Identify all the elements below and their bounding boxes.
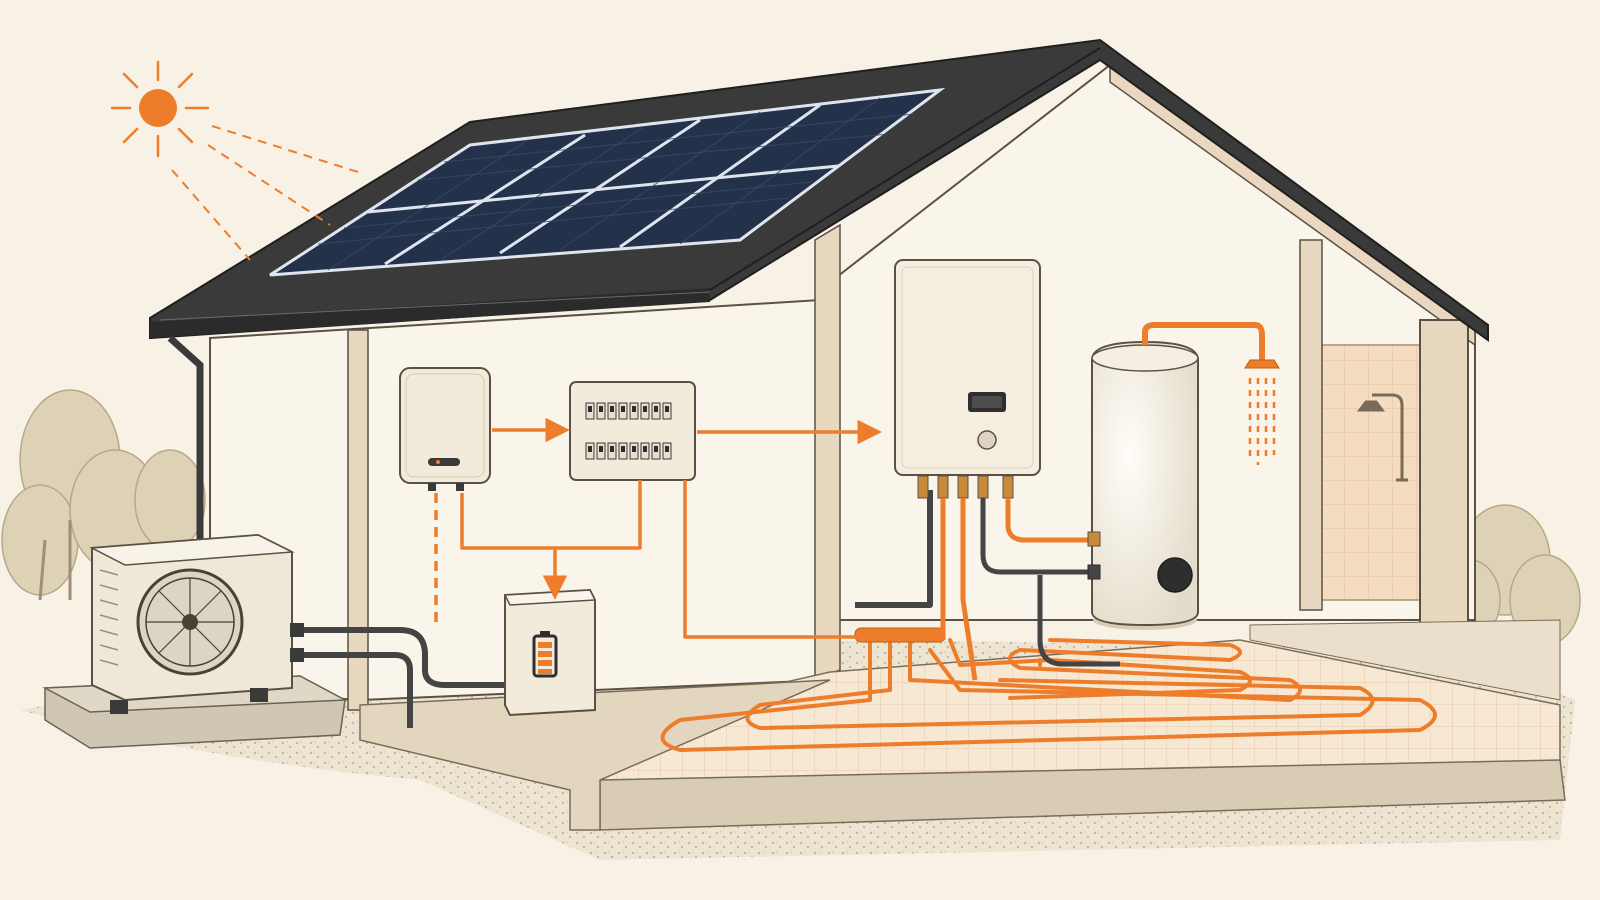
refrigerant-pipes <box>292 490 933 728</box>
indoor-unit-pipes <box>940 498 1120 681</box>
electric-flows <box>434 417 882 639</box>
downpipe <box>167 335 204 560</box>
ufh-manifold <box>854 627 946 643</box>
shower-supply-pipe <box>1142 322 1265 360</box>
flow-to-battery <box>460 480 642 550</box>
breaker-toggle <box>610 406 614 412</box>
breaker-toggle <box>621 446 625 452</box>
consumer-unit <box>569 381 696 481</box>
roof <box>149 38 1489 342</box>
breaker-toggle <box>599 446 603 452</box>
fan-icon <box>136 568 244 676</box>
breaker-toggle <box>654 406 658 412</box>
home-battery <box>503 588 597 717</box>
flow-consumer-unit-to-manifold <box>683 480 870 639</box>
breaker-toggle <box>643 406 647 412</box>
breaker-toggle <box>643 446 647 452</box>
breaker-toggle <box>632 446 636 452</box>
solar-array <box>269 87 946 277</box>
solar-inverter <box>399 367 491 491</box>
sun-rays-to-panels <box>171 125 359 261</box>
sun-icon <box>110 60 210 158</box>
heat-pump-indoor-unit <box>894 259 1041 499</box>
breaker-toggle <box>621 406 625 412</box>
breaker-toggle <box>632 406 636 412</box>
breaker-toggle <box>610 446 614 452</box>
bathroom-niche <box>1299 239 1469 631</box>
shower-head-icon <box>1244 359 1280 465</box>
breaker-toggle <box>588 446 592 452</box>
shrub-left <box>1 389 206 601</box>
breaker-toggle <box>588 406 592 412</box>
breaker-toggle <box>599 406 603 412</box>
battery-icon <box>532 631 558 678</box>
pipe-couplers <box>290 623 304 662</box>
breaker-toggle <box>665 406 669 412</box>
breaker-toggle <box>654 446 658 452</box>
breaker-rows <box>585 402 672 460</box>
wall-shower-fixture <box>1357 393 1408 482</box>
hot-water-cylinder <box>1087 340 1199 630</box>
breaker-toggle <box>665 446 669 452</box>
air-source-heat-pump <box>89 533 295 714</box>
